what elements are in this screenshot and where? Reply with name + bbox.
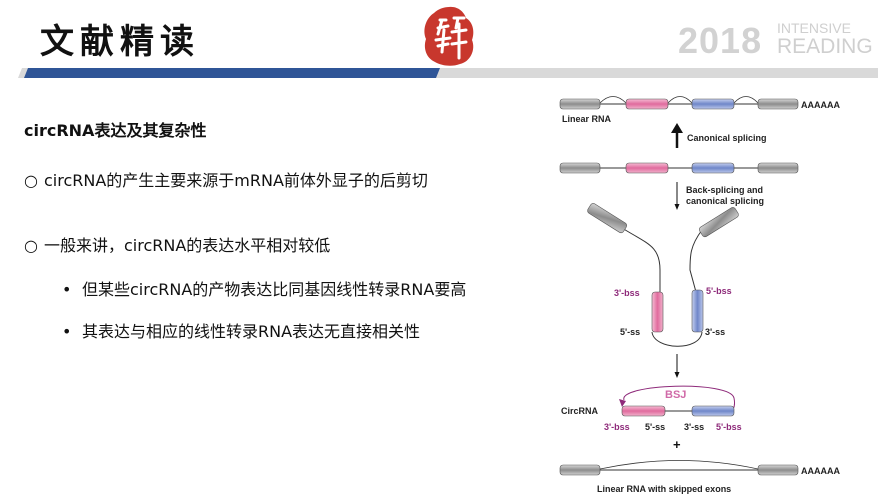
skipped-exons-label: Linear RNA with skipped exons	[597, 484, 731, 494]
sub-bullet-text-2: 其表达与相应的线性转录RNA表达无直接相关性	[82, 322, 421, 341]
three-prime-bss-label: 3'-bss	[604, 422, 630, 432]
sub-bullet-item-2: • 其表达与相应的线性转录RNA表达无直接相关性	[62, 318, 420, 342]
three-prime-ss-label: 3'-ss	[705, 327, 725, 337]
blue-exon	[691, 289, 704, 333]
header-divider	[18, 68, 878, 78]
gray-exon	[757, 98, 799, 110]
intensive-label: INTENSIVE	[777, 20, 851, 36]
gray-exon	[559, 162, 601, 174]
gray-exon	[698, 207, 739, 238]
linear-rna-row: AAAAAA Linear RNA	[559, 96, 840, 124]
sub-bullet-item-1: • 但某些circRNA的产物表达比同基因线性转录RNA要高	[62, 276, 466, 300]
year-label: 2018	[678, 20, 763, 61]
canonical-splicing-step: Canonical splicing	[671, 123, 767, 148]
dot-bullet-icon: •	[62, 280, 72, 299]
sub-bullet-text-1: 但某些circRNA的产物表达比同基因线性转录RNA要高	[82, 280, 467, 299]
seal-logo-icon	[424, 6, 474, 66]
pink-exon	[621, 405, 666, 417]
pink-exon	[625, 162, 669, 174]
blue-exon	[691, 162, 735, 174]
plus-sign: +	[673, 437, 681, 452]
canonical-splicing-label: Canonical splicing	[687, 133, 767, 143]
down-arrowhead-icon	[674, 204, 680, 210]
bullet-text-2: 一般来讲，circRNA的表达水平相对较低	[44, 236, 331, 255]
blue-exon	[691, 405, 735, 417]
slide-content: circRNA表达及其复杂性 ○ circRNA的产生主要来源于mRNA前体外显子…	[0, 80, 540, 502]
back-splicing-structure: 3'-bss 5'-bss 5'-ss 3'-ss	[587, 203, 739, 347]
down-arrowhead-icon	[674, 372, 680, 378]
pre-mrna-row	[559, 162, 799, 174]
five-prime-bss-label: 5'-bss	[716, 422, 742, 432]
gray-exon	[757, 464, 799, 476]
slide-brand-title: 文献精读	[40, 22, 200, 62]
back-splicing-label-1: Back-splicing and	[686, 185, 763, 195]
skipped-exon-rna-row: AAAAAA Linear RNA with skipped exons	[559, 460, 840, 494]
gray-exon	[559, 464, 601, 476]
bsj-arrowhead-icon	[619, 399, 626, 407]
gray-exon	[559, 98, 601, 110]
pink-exon	[651, 291, 664, 333]
five-prime-bss-label: 5'-bss	[706, 286, 732, 296]
blue-exon	[691, 98, 735, 110]
circrna-product: BSJ CircRNA 3'-bss 5'-ss 3'-ss 5'-bss	[561, 385, 742, 432]
linear-rna-label: Linear RNA	[562, 114, 612, 124]
bullet-text-1: circRNA的产生主要来源于mRNA前体外显子的后剪切	[44, 171, 428, 190]
reading-label: READING	[777, 35, 873, 58]
circrna-label: CircRNA	[561, 406, 599, 416]
pink-exon	[625, 98, 669, 110]
gray-exon	[757, 162, 799, 174]
back-splicing-step: Back-splicing and canonical splicing	[674, 182, 764, 210]
bullet-item-1: ○ circRNA的产生主要来源于mRNA前体外显子的后剪切	[24, 167, 428, 191]
gray-exon	[587, 203, 628, 234]
poly-a-tail-label: AAAAAA	[801, 100, 840, 110]
circle-bullet-icon: ○	[24, 171, 38, 190]
five-prime-ss-label: 5'-ss	[645, 422, 665, 432]
up-arrowhead-icon	[671, 123, 683, 133]
three-prime-ss-label: 3'-ss	[684, 422, 704, 432]
three-prime-bss-label: 3'-bss	[614, 288, 640, 298]
five-prime-ss-label: 5'-ss	[620, 327, 640, 337]
section-title: circRNA表达及其复杂性	[24, 121, 207, 140]
poly-a-tail-label: AAAAAA	[801, 466, 840, 476]
circrna-biogenesis-diagram: AAAAAA Linear RNA Canonical splicing Bac…	[559, 96, 840, 494]
dot-bullet-icon: •	[62, 322, 72, 341]
bsj-label: BSJ	[665, 389, 686, 401]
back-splicing-label-2: canonical splicing	[686, 196, 764, 206]
slide-header: 文献精读 2018 INTENSIVE READING	[0, 0, 878, 80]
circle-bullet-icon: ○	[24, 236, 38, 255]
bullet-item-2: ○ 一般来讲，circRNA的表达水平相对较低	[24, 232, 330, 256]
